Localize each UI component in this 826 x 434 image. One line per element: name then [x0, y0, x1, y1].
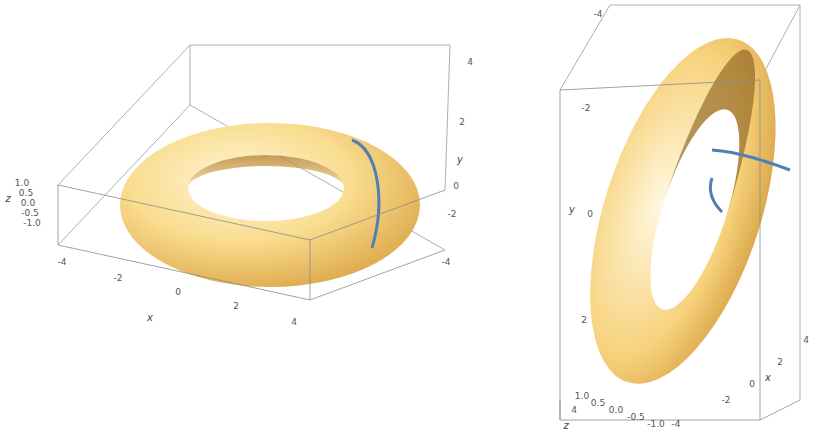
axis-tick-label: 0.0 [609, 406, 623, 415]
axis-tick-label: -2 [722, 396, 731, 405]
axis-tick-label: -1.0 [647, 420, 665, 429]
axis-tick-label: -0.5 [627, 413, 645, 422]
axis-tick-label: 0.5 [591, 399, 605, 408]
axis-tick-label: 0.0 [21, 199, 35, 208]
axis-tick-label: 4 [571, 406, 577, 415]
axis-tick-label: 2 [581, 316, 587, 325]
axis-tick-label: 4 [467, 58, 473, 67]
axis-tick-label: -2 [114, 274, 123, 283]
axis-tick-label: 0 [175, 288, 181, 297]
axis-tick-label: 4 [291, 318, 297, 327]
axis-tick-label: y [457, 155, 463, 165]
axis-tick-label: -4 [442, 258, 451, 267]
axis-tick-label: -0.5 [21, 209, 39, 218]
axis-tick-label: 2 [777, 358, 783, 367]
axis-tick-label: -4 [594, 10, 603, 19]
axis-tick-label: 4 [803, 336, 809, 345]
axis-tick-label: x [765, 373, 771, 383]
axis-tick-label: 1.0 [575, 392, 589, 401]
axis-tick-label: -4 [58, 258, 67, 267]
axis-tick-label: 0 [453, 182, 459, 191]
axis-tick-label: 1.0 [15, 179, 29, 188]
axis-tick-label: 0 [587, 210, 593, 219]
axis-tick-label: -2 [582, 104, 591, 113]
axis-tick-label: -4 [672, 420, 681, 429]
axis-tick-label: 0.5 [19, 189, 33, 198]
axis-tick-label: 0 [749, 380, 755, 389]
axis-tick-label: -2 [448, 210, 457, 219]
axis-tick-label: z [5, 194, 10, 204]
axis-tick-label: 2 [459, 118, 465, 127]
axis-tick-label: 2 [233, 302, 239, 311]
axis-tick-label: -1.0 [23, 219, 41, 228]
axis-tick-label: y [569, 205, 575, 215]
axis-tick-label: x [147, 313, 153, 323]
axis-tick-label: z [563, 421, 568, 431]
